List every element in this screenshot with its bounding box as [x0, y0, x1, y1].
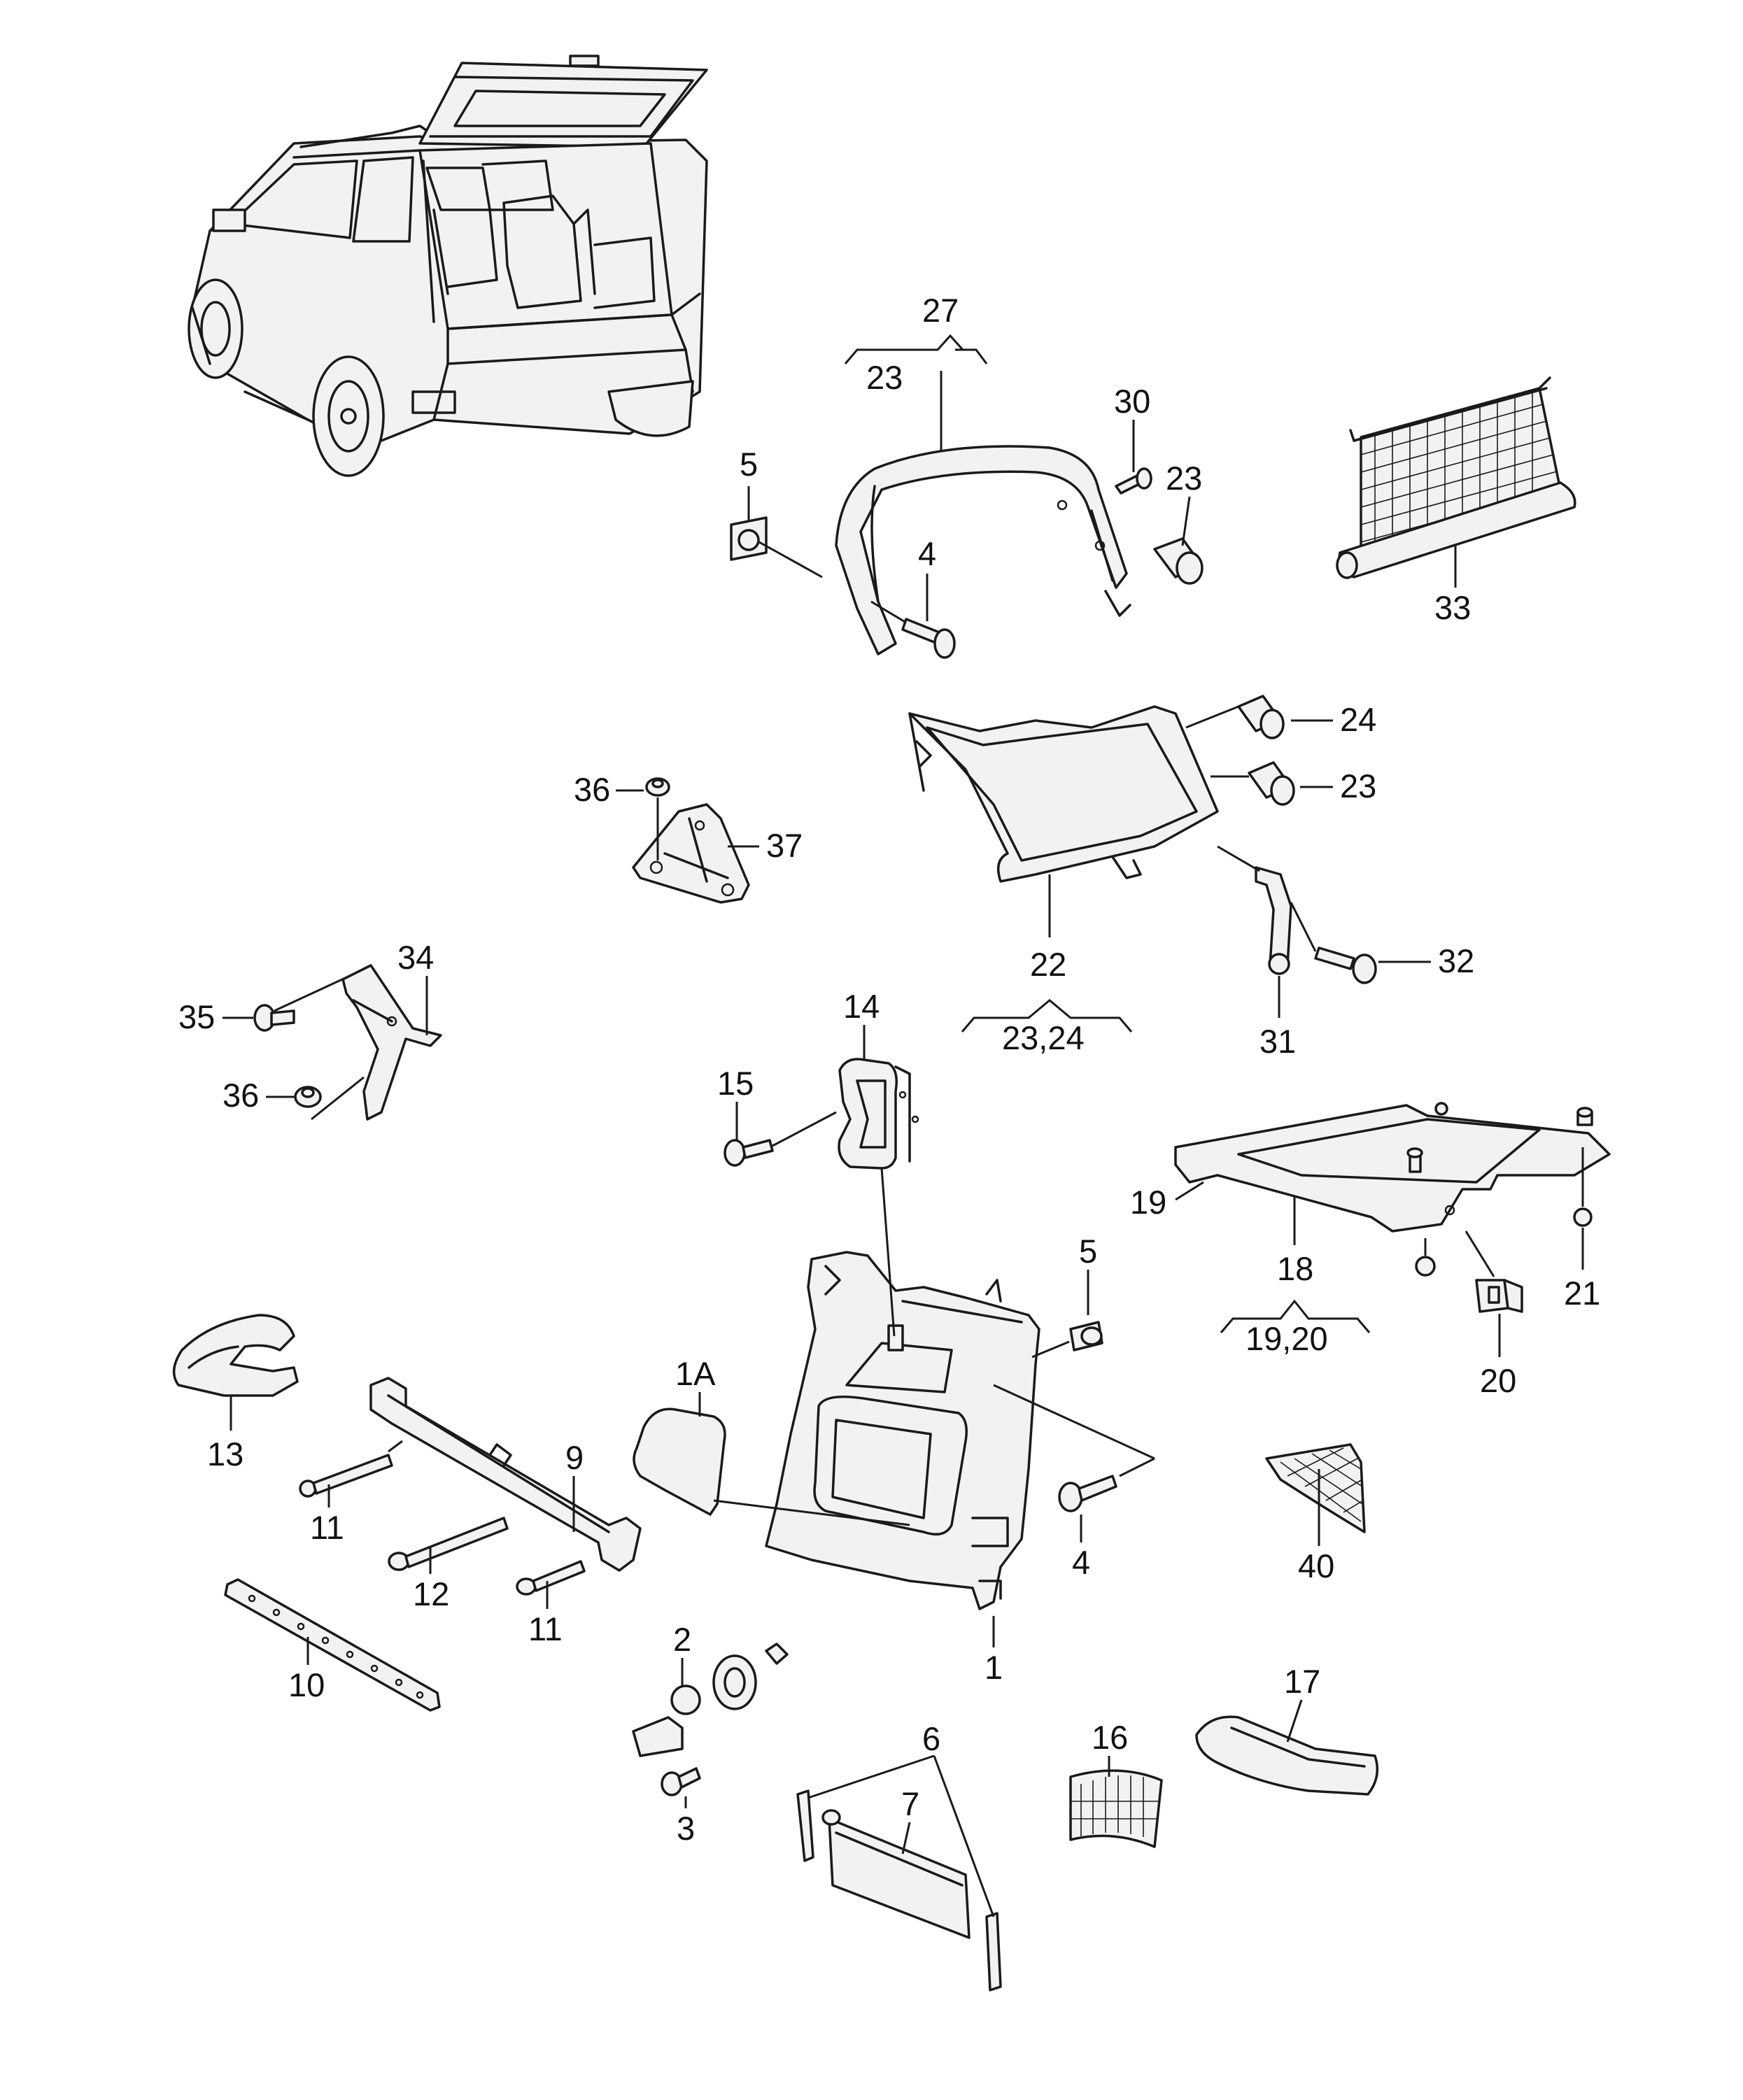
part-35-screw [253, 1004, 295, 1032]
callout-37: 37 [766, 827, 803, 864]
callout-3: 3 [677, 1810, 695, 1847]
callout-13: 13 [207, 1435, 244, 1473]
callout-23-upper: 23 [1166, 460, 1202, 497]
part-20-clip-nut [1475, 1279, 1523, 1313]
callout-10: 10 [288, 1666, 325, 1703]
callout-14: 14 [843, 988, 880, 1025]
part-36-nut-lower [294, 1086, 322, 1108]
part-23-grommet-mid [1248, 761, 1295, 806]
part-40-net [1265, 1443, 1366, 1533]
part-21-pin-cap [1573, 1107, 1593, 1227]
part-23-grommet-upper [1153, 537, 1204, 585]
part-14-handle [838, 1058, 919, 1170]
part-34-bracket [341, 964, 442, 1121]
part-27-trim-bow [835, 445, 1131, 655]
part-1a-cover [633, 1407, 726, 1516]
part-7-panel [821, 1809, 971, 1939]
callout-27: 27 [922, 292, 959, 329]
part-22-cover [908, 705, 1219, 883]
callout-12: 12 [413, 1575, 449, 1612]
callout-22-sub: 23,24 [1002, 1019, 1085, 1056]
part-16-grille [1069, 1769, 1163, 1848]
part-5-clip-upper [730, 516, 768, 561]
part-11-screw-b [516, 1560, 586, 1596]
part-9-rail [369, 1377, 642, 1572]
vehicle-illustration [188, 55, 708, 477]
part-3-screw [661, 1767, 701, 1796]
callout-31: 31 [1259, 1023, 1296, 1060]
part-19-pin [1406, 1147, 1423, 1173]
part-18-floor-panel [1174, 1102, 1611, 1233]
callout-18-sub: 19,20 [1245, 1320, 1328, 1357]
callout-4-upper: 4 [918, 535, 936, 572]
callout-11-b: 11 [528, 1610, 563, 1647]
leader-lines [223, 334, 1584, 1917]
callout-11-a: 11 [310, 1509, 344, 1546]
part-33-partition-net [1336, 376, 1576, 579]
callout-40: 40 [1298, 1547, 1334, 1584]
callout-33: 33 [1434, 589, 1471, 626]
callout-23-mid: 23 [1340, 767, 1376, 804]
part-30-push-pin [1115, 467, 1152, 495]
callout-36-lower: 36 [223, 1077, 259, 1114]
part-5-clip-lower [1069, 1321, 1103, 1351]
callout-32: 32 [1438, 942, 1474, 979]
part-12-screw [388, 1517, 509, 1571]
part-19-grommet [1415, 1256, 1436, 1277]
part-4-screw-upper [901, 618, 956, 659]
part-36-nut-upper [645, 777, 670, 797]
callout-5-upper: 5 [740, 446, 758, 483]
callout-1a: 1A [675, 1355, 716, 1392]
callout-17: 17 [1284, 1663, 1320, 1700]
callout-22: 22 [1030, 946, 1066, 983]
part-13-hook [172, 1314, 299, 1397]
part-2-latch [632, 1643, 789, 1757]
callout-21: 21 [1564, 1275, 1600, 1312]
part-31-strap [1255, 866, 1292, 975]
callout-18: 18 [1277, 1250, 1313, 1287]
part-24-grommet [1237, 695, 1285, 739]
callout-6: 6 [922, 1720, 940, 1757]
callout-7: 7 [901, 1785, 919, 1822]
callout-1: 1 [985, 1649, 1003, 1686]
part-1-side-trim-panel [765, 1251, 1040, 1610]
part-6-trim-strip [796, 1789, 1002, 1992]
callout-36-upper: 36 [574, 771, 610, 808]
callout-30: 30 [1114, 383, 1150, 420]
callout-27-sub: 23 [866, 359, 903, 396]
part-4-screw-lower [1058, 1475, 1117, 1512]
callout-34: 34 [397, 939, 434, 976]
callout-15: 15 [717, 1065, 754, 1102]
callout-4-lower: 4 [1072, 1544, 1090, 1581]
callout-24: 24 [1340, 701, 1376, 738]
callout-20: 20 [1480, 1362, 1516, 1399]
callout-19: 19 [1130, 1184, 1166, 1221]
part-15-screw [724, 1139, 774, 1167]
callout-9: 9 [565, 1439, 584, 1476]
callout-labels: 27 23 5 30 23 4 33 24 23 36 37 32 22 23,… [178, 292, 1600, 1847]
part-37-bracket [632, 803, 750, 904]
part-10-strip [224, 1578, 441, 1712]
callout-5-lower: 5 [1079, 1233, 1097, 1270]
callout-16: 16 [1092, 1719, 1128, 1756]
part-17-trim-cover [1195, 1715, 1379, 1796]
callout-2: 2 [673, 1621, 691, 1658]
callout-35: 35 [178, 998, 215, 1035]
part-11-screw-a [299, 1454, 393, 1498]
part-32-screw [1314, 946, 1377, 984]
